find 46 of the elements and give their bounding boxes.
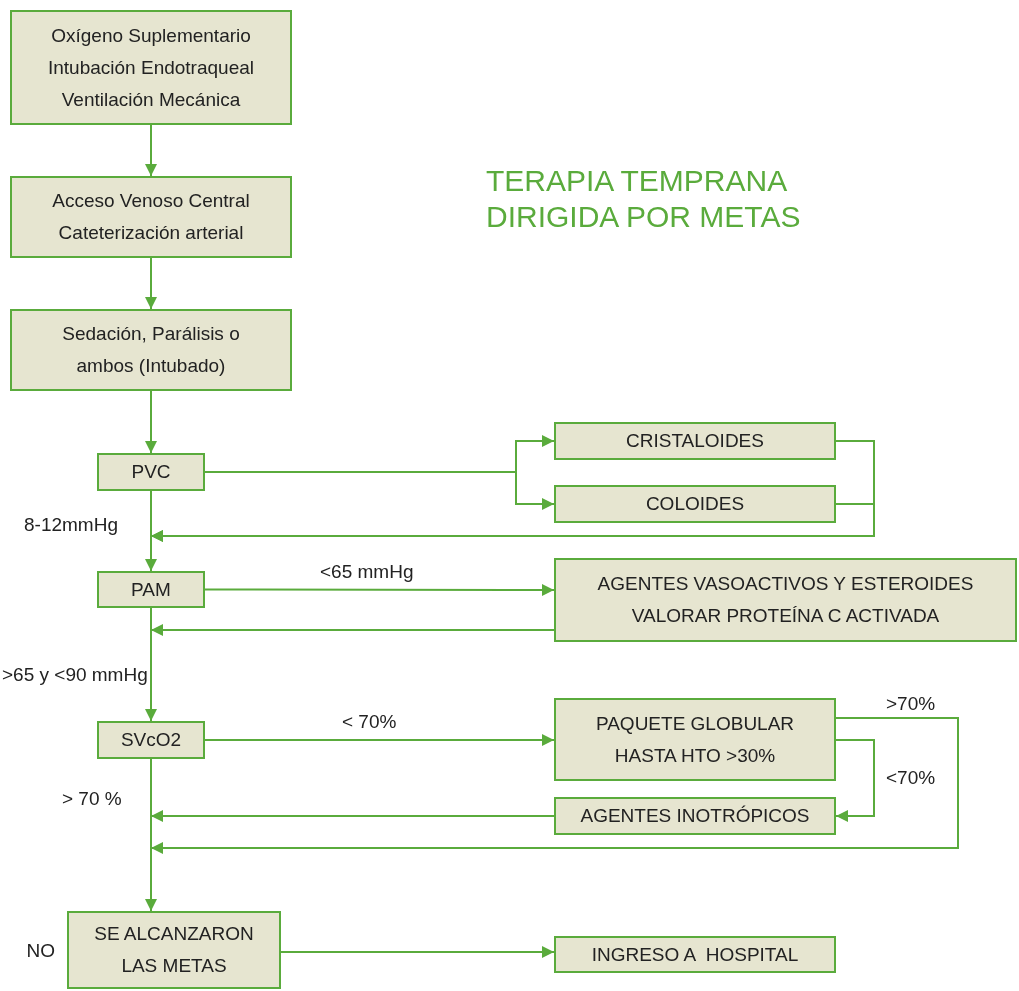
box-text: Sedación, Parálisis o ambos (Intubado) xyxy=(62,322,240,378)
arrow xyxy=(145,607,157,722)
arrow xyxy=(150,624,555,636)
process-box xyxy=(554,422,836,460)
box-text: PAQUETE GLOBULAR HASTA HTO >30% xyxy=(594,711,796,768)
box-text: AGENTES VASOACTIVOS Y ESTEROIDES xyxy=(597,572,974,596)
box-text: AGENTES INOTRÓPICOS xyxy=(580,804,810,828)
arrow xyxy=(145,390,157,454)
diagram-title: TERAPIA TEMPRANA DIRIGIDA POR METAS xyxy=(486,163,802,235)
box-text: Cateterización arterial xyxy=(58,221,244,245)
arrow xyxy=(150,810,555,822)
arrow xyxy=(145,124,157,177)
arrow xyxy=(145,257,157,310)
box-text: SVcO2 xyxy=(120,728,182,752)
arrow xyxy=(145,758,157,912)
arrow xyxy=(145,490,157,572)
box-text: Acceso Venoso Central xyxy=(52,189,250,213)
side-note: NO xyxy=(26,939,55,963)
box-text: CRISTALOIDES xyxy=(626,429,764,453)
process-box xyxy=(97,453,205,491)
process-box xyxy=(97,721,205,759)
process-box xyxy=(554,797,836,835)
arrow xyxy=(150,717,959,854)
box-text: SE ALCANZARON LAS METAS xyxy=(93,922,255,978)
process-box xyxy=(10,10,292,125)
arrow xyxy=(204,734,555,746)
process-box xyxy=(97,571,205,608)
process-box xyxy=(554,558,1017,642)
arrow xyxy=(150,503,875,542)
arrow xyxy=(280,946,555,958)
box-text: Oxígeno Suplementario xyxy=(51,23,251,48)
process-box xyxy=(554,485,836,523)
process-box xyxy=(10,309,292,391)
process-box xyxy=(67,911,281,989)
box-text: VALORAR PROTEÍNA C ACTIVADA xyxy=(631,604,940,628)
box-text: Ventilación Mecánica xyxy=(61,87,241,112)
process-box xyxy=(10,176,292,258)
box-text: COLOIDES xyxy=(645,492,745,516)
box-text: PAM xyxy=(131,577,171,602)
process-box xyxy=(554,936,836,973)
box-text: INGRESO A HOSPITAL xyxy=(591,942,799,967)
process-box xyxy=(554,698,836,781)
box-text: PVC xyxy=(131,460,171,484)
arrow xyxy=(835,739,875,822)
arrow xyxy=(204,584,555,596)
box-text: Intubación Endotraqueal xyxy=(48,55,254,80)
